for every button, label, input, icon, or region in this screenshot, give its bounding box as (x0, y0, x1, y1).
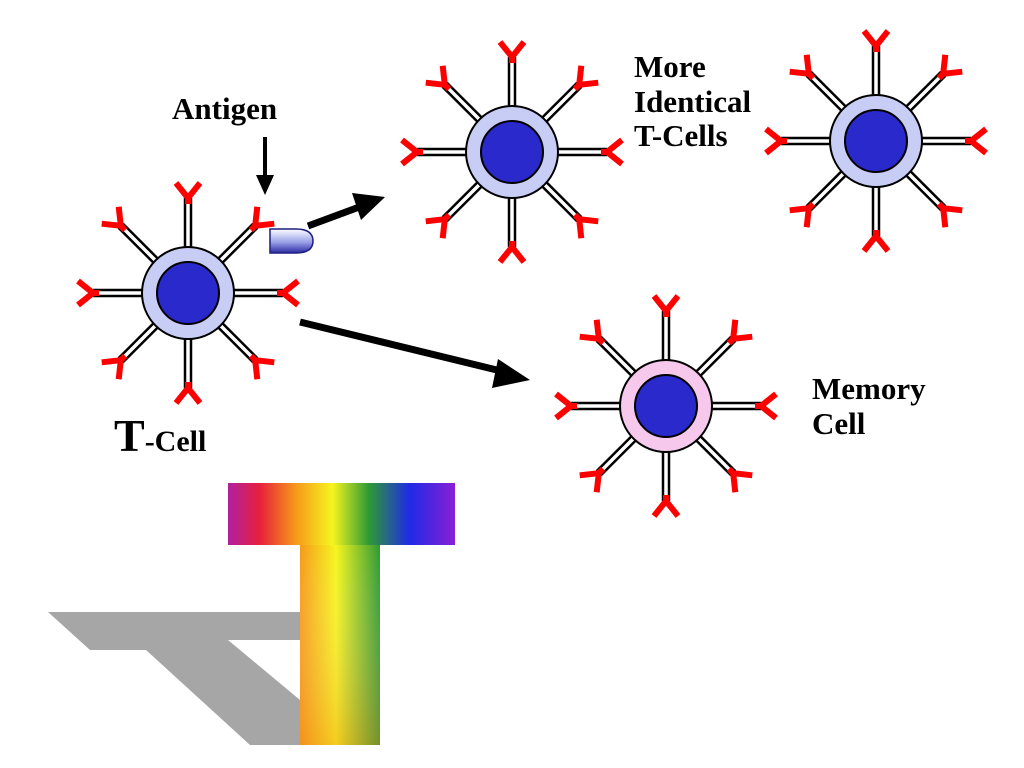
receptor-icon (216, 321, 275, 380)
receptor-icon (694, 319, 753, 378)
receptor-icon (789, 54, 848, 113)
arrow-to-memory-cell (299, 318, 530, 388)
antigen-arrow (256, 137, 274, 195)
receptor-icon (710, 391, 778, 421)
nucleus-icon (634, 374, 698, 438)
memory-label-line2: Cell (812, 405, 866, 441)
memory-cell-label: Memory Cell (812, 371, 926, 441)
receptor-icon (173, 337, 203, 405)
identical-t-cell-1 (400, 40, 624, 264)
receptor-icon (540, 180, 599, 239)
receptor-icon (425, 65, 484, 124)
identical-t-cell-2 (764, 29, 988, 253)
receptor-icon (216, 206, 275, 265)
receptor-icon (904, 54, 963, 113)
receptor-icon (400, 137, 468, 167)
receptor-icon (651, 294, 681, 362)
receptor-icon (764, 126, 832, 156)
receptor-icon (497, 40, 527, 108)
more-label-line3: T-Cells (634, 118, 728, 154)
logo-shadow (48, 612, 300, 745)
memory-label-line1: Memory (812, 371, 926, 406)
receptor-icon (556, 137, 624, 167)
t-cell-label-big-t: T (114, 410, 145, 461)
nucleus-icon (844, 109, 908, 173)
receptor-icon (101, 206, 160, 265)
logo-crossbar (228, 483, 455, 545)
t-cell-label: T-Cell (114, 410, 206, 462)
receptor-icon (904, 169, 963, 228)
antigen-icon (269, 228, 314, 254)
t-cell (76, 181, 300, 405)
receptor-icon (540, 65, 599, 124)
receptor-icon (651, 450, 681, 518)
receptor-icon (232, 278, 300, 308)
receptor-icon (425, 180, 484, 239)
receptor-icon (579, 434, 638, 493)
more-label-line1: More (634, 49, 706, 84)
receptor-icon (579, 319, 638, 378)
receptor-icon (694, 434, 753, 493)
receptor-icon (789, 169, 848, 228)
rainbow-t-logo-icon (48, 483, 455, 745)
receptor-icon (101, 321, 160, 380)
receptor-icon (497, 196, 527, 264)
memory-cell (554, 294, 778, 518)
nucleus-icon (156, 261, 220, 325)
receptor-icon (861, 185, 891, 253)
t-cell-label-rest: -Cell (144, 425, 207, 458)
more-label-line2: Identical (634, 83, 752, 119)
receptor-icon (920, 126, 988, 156)
antigen-label: Antigen (172, 91, 278, 126)
receptor-icon (861, 29, 891, 97)
more-identical-t-cells-label: More Identical T-Cells (634, 49, 752, 154)
receptor-icon (173, 181, 203, 249)
arrow-to-identical-cells (306, 193, 385, 230)
nucleus-icon (480, 120, 544, 184)
receptor-icon (554, 391, 622, 421)
cells-layer (76, 29, 988, 518)
receptor-icon (76, 278, 144, 308)
